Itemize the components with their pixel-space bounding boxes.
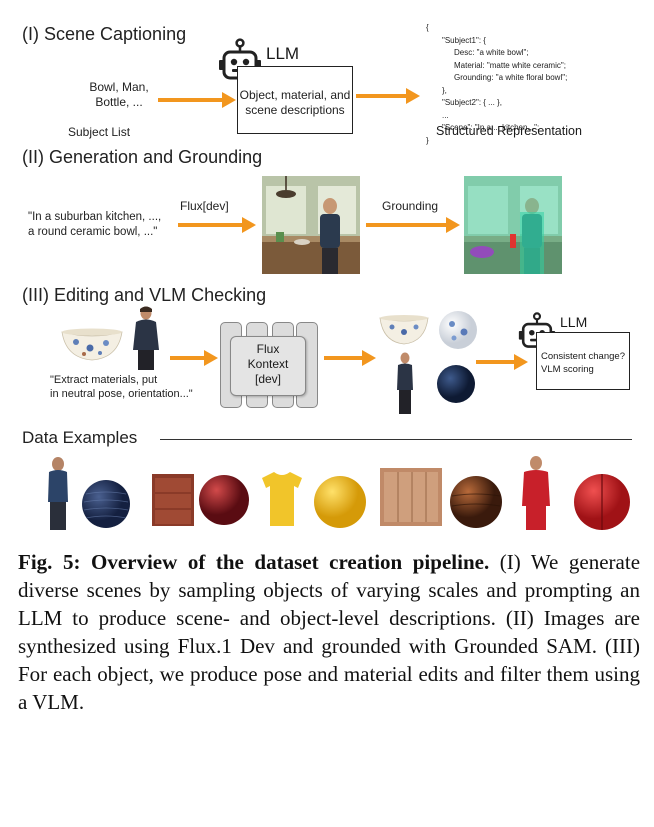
arrow-image-to-grounded xyxy=(366,217,460,233)
examples-title: Data Examples xyxy=(22,428,138,447)
structured-label: Structured Representation xyxy=(436,124,582,138)
flux-kontext-stack xyxy=(220,322,318,408)
section3-title: (III) Editing and VLM Checking xyxy=(22,285,267,305)
llm-output-box xyxy=(237,66,353,134)
arrow-edits-to-vlm xyxy=(476,354,528,370)
subject-list-label: Subject List xyxy=(68,125,131,139)
subjects-text: Bowl, Man, Bottle, ... xyxy=(89,80,149,109)
material-sphere-blue xyxy=(436,364,476,404)
man-image xyxy=(128,306,164,370)
arrow-subjects-to-llm xyxy=(158,92,236,108)
edited-man-image xyxy=(392,352,418,414)
editing-prompt: "Extract materials, put in neutral pose,… xyxy=(50,374,193,400)
structured-line: "Scene": "In a ... kitchen..."; xyxy=(442,123,540,132)
flux-dev-label: Flux[dev] xyxy=(180,199,229,213)
generation-prompt: "In a suburban kitchen, ..., a round cer… xyxy=(28,211,162,238)
structured-line: }, xyxy=(442,85,447,95)
structured-json: { "Subject1": { Desc: "a white bowl"; Ma… xyxy=(426,22,626,147)
structured-line: } xyxy=(426,135,429,145)
kitchen-scene-image xyxy=(262,176,360,274)
figure-caption: Fig. 5: Overview of the dataset creation… xyxy=(18,548,640,716)
section1-title: (I) Scene Captioning xyxy=(22,24,187,44)
arrow-inputs-to-flux xyxy=(170,350,218,366)
flux-kontext-label: Flux Kontext [dev] xyxy=(247,342,289,386)
edited-bowl-image xyxy=(378,314,430,346)
examples-strip xyxy=(40,454,640,532)
vlm-box-text: Consistent change? VLM scoring xyxy=(541,351,625,375)
caption-text: (I) We generate diverse scenes by sampli… xyxy=(18,550,641,714)
arrow-llm-to-structured xyxy=(356,88,420,104)
vlm-box xyxy=(536,332,630,390)
structured-line: "Subject1": { xyxy=(442,35,486,45)
vlm-llm-label: LLM xyxy=(560,314,588,330)
grounding-label: Grounding xyxy=(382,199,439,213)
structured-line: Material: "matte white ceramic"; xyxy=(454,60,566,70)
grounded-scene-image xyxy=(464,176,562,274)
examples-divider xyxy=(160,439,632,440)
caption-label: Fig. 5: xyxy=(18,550,81,574)
structured-line: ... xyxy=(442,110,449,120)
structured-line: "Subject2": { ... }, xyxy=(442,98,502,107)
material-sphere-floral xyxy=(438,310,478,350)
structured-line: Desc: "a white bowl"; xyxy=(454,48,529,57)
arrow-prompt-to-image xyxy=(178,217,256,233)
llm-label: LLM xyxy=(266,44,300,63)
section2-title: (II) Generation and Grounding xyxy=(22,147,263,167)
caption-bold: Overview of the dataset creation pipelin… xyxy=(91,550,490,574)
structured-line: Grounding: "a white floral bowl"; xyxy=(454,73,568,82)
arrow-flux-to-edits xyxy=(324,350,376,366)
structured-line: { xyxy=(426,23,429,32)
llm-box-text: Object, material, and scene descriptions xyxy=(239,88,351,117)
bowl-image xyxy=(60,328,124,362)
